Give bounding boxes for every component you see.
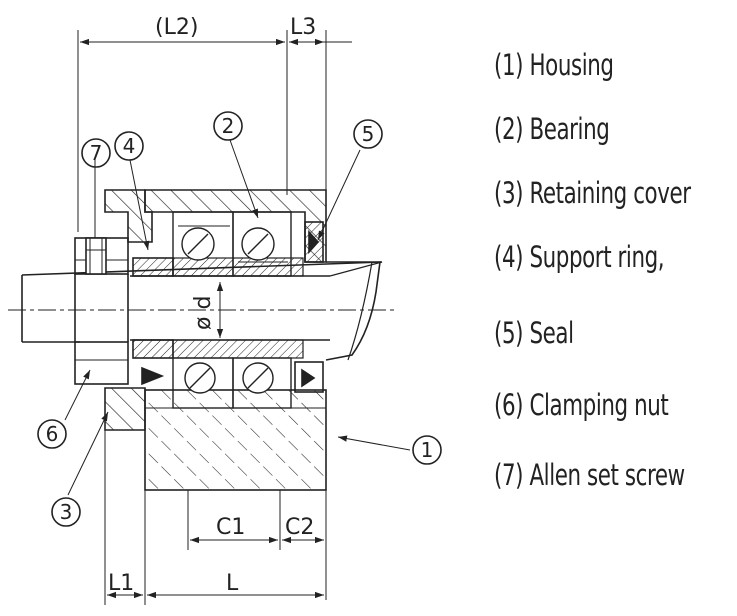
legend-item-bearing: (2) Bearing	[494, 112, 610, 146]
label-L3: L3	[290, 15, 316, 40]
callout-circle-4	[114, 131, 144, 161]
legend-item-allen-set-screw: (7) Allen set screw	[494, 458, 685, 492]
bearing-top	[172, 211, 292, 277]
seal-bottom	[141, 361, 324, 393]
bearing-bottom	[172, 357, 292, 409]
callout-circle-7	[81, 138, 111, 168]
callout-4: 4	[123, 134, 136, 158]
callout-7: 7	[90, 141, 103, 165]
allen-set-screw	[85, 237, 107, 275]
label-L1: L1	[108, 571, 134, 596]
callout-circle-5	[353, 119, 383, 149]
callout-circle-2	[213, 111, 243, 141]
legend-item-clamping-nut: (6) Clamping nut	[494, 388, 669, 422]
legend-item-retaining-cover: (3) Retaining cover	[494, 176, 691, 210]
label-L: L	[226, 571, 239, 596]
support-ring-top	[132, 257, 174, 277]
label-L2: (L2)	[155, 15, 198, 40]
dimension-L2-L3	[77, 30, 352, 232]
dimension-L1-L	[104, 430, 324, 605]
seal-top	[304, 221, 324, 263]
callout-5: 5	[362, 122, 375, 146]
label-diameter: ø d	[191, 296, 216, 330]
legend-item-seal: (5) Seal	[494, 316, 574, 350]
callout-1: 1	[421, 438, 434, 462]
support-ring-bottom	[132, 339, 174, 359]
housing-top	[144, 189, 327, 263]
retaining-cover-bottom	[104, 387, 146, 431]
retaining-cover-top	[104, 189, 153, 243]
label-C2: C2	[285, 515, 314, 540]
callout-2: 2	[222, 114, 235, 138]
dimension-C1-C2	[187, 490, 327, 600]
callout-circle-3	[51, 497, 81, 527]
callout-6: 6	[46, 422, 59, 446]
callout-circle-1	[412, 435, 442, 465]
housing-bottom	[144, 389, 327, 491]
callout-3: 3	[60, 500, 73, 524]
legend-item-support-ring: (4) Support ring,	[494, 240, 665, 274]
label-C1: C1	[216, 515, 245, 540]
callout-circle-6	[37, 419, 67, 449]
legend-item-housing: (1) Housing	[494, 48, 614, 82]
